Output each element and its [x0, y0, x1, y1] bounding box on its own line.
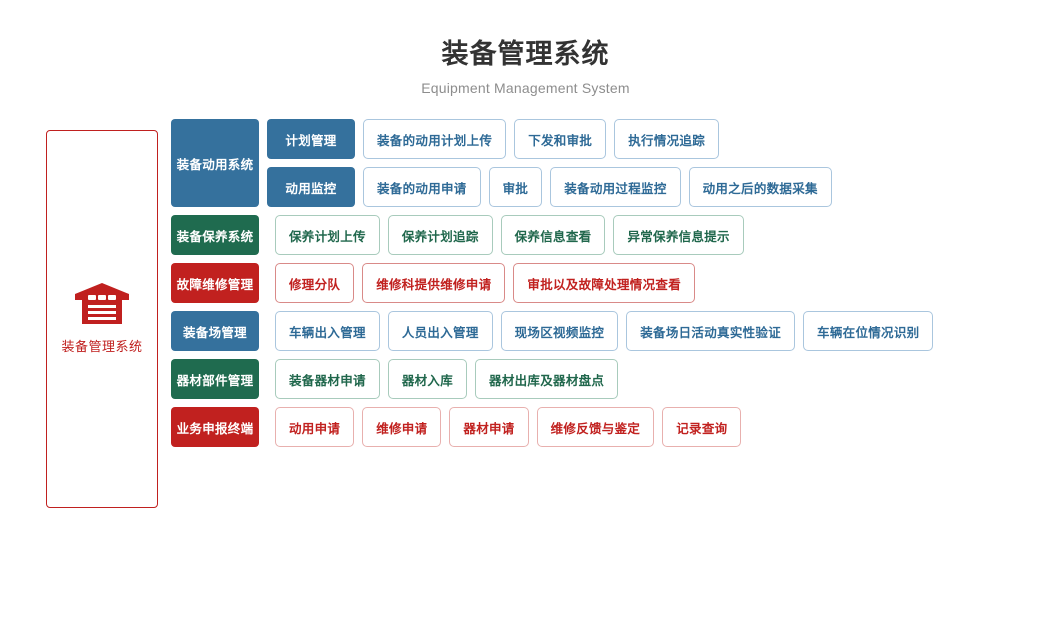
leaf-node[interactable]: 动用之后的数据采集 [688, 167, 832, 207]
subgroup-row: 计划管理装备的动用计划上传下发和审批执行情况追踪 [267, 119, 832, 159]
module-row: 器材部件管理装备器材申请器材入库器材出库及器材盘点 [171, 359, 1051, 399]
module-row: 故障维修管理修理分队维修科提供维修申请审批以及故障处理情况查看 [171, 263, 1051, 303]
module-rows: 装备动用系统计划管理装备的动用计划上传下发和审批执行情况追踪动用监控装备的动用申… [171, 119, 1051, 455]
subgroup-lane: 装备器材申请器材入库器材出库及器材盘点 [267, 359, 619, 399]
root-system-panel[interactable]: 装备管理系统 [46, 130, 158, 508]
leaf-node[interactable]: 维修科提供维修申请 [362, 263, 506, 303]
leaf-node[interactable]: 现场区视频监控 [500, 311, 619, 351]
leaf-node[interactable]: 车辆在位情况识别 [803, 311, 934, 351]
leaf-node[interactable]: 动用申请 [275, 407, 355, 447]
leaf-node[interactable]: 器材申请 [449, 407, 529, 447]
category-block[interactable]: 器材部件管理 [171, 359, 259, 399]
leaf-node[interactable]: 车辆出入管理 [275, 311, 380, 351]
subgroup-block[interactable]: 动用监控 [267, 167, 355, 207]
leaf-node[interactable]: 装备动用过程监控 [550, 167, 681, 207]
leaf-node[interactable]: 器材入库 [387, 359, 468, 399]
root-system-label: 装备管理系统 [61, 339, 143, 354]
leaf-node[interactable]: 维修反馈与鉴定 [536, 407, 655, 447]
subgroup-row: 动用监控装备的动用申请审批装备动用过程监控动用之后的数据采集 [267, 167, 832, 207]
leaf-node[interactable]: 保养信息查看 [500, 215, 606, 255]
module-row: 业务申报终端动用申请维修申请器材申请维修反馈与鉴定记录查询 [171, 407, 1051, 447]
leaf-node[interactable]: 下发和审批 [514, 119, 607, 159]
leaf-node[interactable]: 装备器材申请 [275, 359, 380, 399]
warehouse-icon [74, 283, 130, 330]
page-header: 装备管理系统 Equipment Management System [0, 0, 1051, 96]
leaf-node[interactable]: 维修申请 [362, 407, 442, 447]
module-row: 装备动用系统计划管理装备的动用计划上传下发和审批执行情况追踪动用监控装备的动用申… [171, 119, 1051, 207]
leaf-node[interactable]: 人员出入管理 [387, 311, 493, 351]
subgroup-row: 车辆出入管理人员出入管理现场区视频监控装备场日活动真实性验证车辆在位情况识别 [267, 311, 934, 351]
leaf-node[interactable]: 执行情况追踪 [614, 119, 720, 159]
leaf-node[interactable]: 异常保养信息提示 [613, 215, 744, 255]
leaf-node[interactable]: 装备场日活动真实性验证 [626, 311, 796, 351]
subgroup-block[interactable]: 计划管理 [267, 119, 355, 159]
category-block[interactable]: 装备动用系统 [171, 119, 259, 207]
category-block[interactable]: 装备场管理 [171, 311, 259, 351]
leaf-node[interactable]: 审批 [488, 167, 543, 207]
leaf-node[interactable]: 保养计划追踪 [387, 215, 493, 255]
subgroup-lane: 车辆出入管理人员出入管理现场区视频监控装备场日活动真实性验证车辆在位情况识别 [267, 311, 934, 351]
subgroup-row: 装备器材申请器材入库器材出库及器材盘点 [267, 359, 619, 399]
category-block[interactable]: 故障维修管理 [171, 263, 259, 303]
leaf-node[interactable]: 审批以及故障处理情况查看 [513, 263, 696, 303]
module-row: 装备场管理车辆出入管理人员出入管理现场区视频监控装备场日活动真实性验证车辆在位情… [171, 311, 1051, 351]
module-row: 装备保养系统保养计划上传保养计划追踪保养信息查看异常保养信息提示 [171, 215, 1051, 255]
leaf-node[interactable]: 装备的动用申请 [363, 167, 481, 207]
subgroup-row: 保养计划上传保养计划追踪保养信息查看异常保养信息提示 [267, 215, 744, 255]
subgroup-row: 动用申请维修申请器材申请维修反馈与鉴定记录查询 [267, 407, 742, 447]
subgroup-lane: 保养计划上传保养计划追踪保养信息查看异常保养信息提示 [267, 215, 744, 255]
leaf-node[interactable]: 器材出库及器材盘点 [475, 359, 619, 399]
page-subtitle: Equipment Management System [421, 79, 630, 96]
leaf-node[interactable]: 修理分队 [275, 263, 355, 303]
subgroup-lane: 动用申请维修申请器材申请维修反馈与鉴定记录查询 [267, 407, 742, 447]
leaf-node[interactable]: 记录查询 [662, 407, 742, 447]
leaf-node[interactable]: 装备的动用计划上传 [363, 119, 507, 159]
subgroup-row: 修理分队维修科提供维修申请审批以及故障处理情况查看 [267, 263, 696, 303]
category-block[interactable]: 装备保养系统 [171, 215, 259, 255]
page-title: 装备管理系统 [441, 39, 610, 69]
category-block[interactable]: 业务申报终端 [171, 407, 259, 447]
leaf-node[interactable]: 保养计划上传 [275, 215, 380, 255]
subgroup-lane: 修理分队维修科提供维修申请审批以及故障处理情况查看 [267, 263, 696, 303]
subgroup-lane: 计划管理装备的动用计划上传下发和审批执行情况追踪动用监控装备的动用申请审批装备动… [267, 119, 832, 207]
